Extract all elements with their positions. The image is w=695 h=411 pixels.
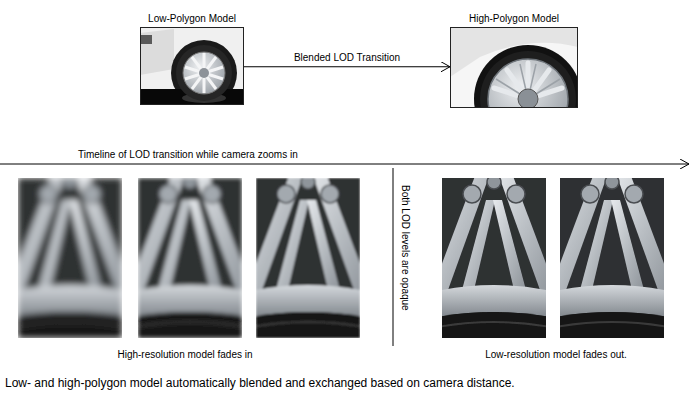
wheel-panel [8, 168, 132, 348]
timeline-arrow [0, 164, 689, 165]
low-poly-car-part [140, 27, 244, 105]
arrow-label: Blended LOD Transition [292, 52, 402, 64]
wheel-panel-part [432, 168, 556, 348]
phase-label: High-resolution model fades in [117, 349, 252, 361]
wheel-panel [432, 168, 556, 348]
wheel-panel-part-part [432, 168, 556, 348]
low-poly-car-part [176, 45, 232, 101]
wheel-panel-part-part [8, 168, 132, 348]
high-poly-car-part [488, 59, 568, 139]
wheel-panel [246, 168, 370, 348]
high-poly-car-part [518, 89, 538, 109]
wheel-panel-part [246, 168, 370, 348]
low-poly-car-part [140, 29, 174, 75]
image-frame: High-Polygon Model [450, 27, 578, 108]
wheel-panel-part [128, 168, 252, 348]
wheel-panel-part-part [128, 168, 252, 348]
low-poly-car-part [140, 35, 152, 44]
divider-line [393, 168, 394, 346]
wheel-panel-part [8, 168, 132, 348]
image-heading: Low-Polygon Model [148, 13, 236, 25]
wheel-panel-part [550, 168, 674, 348]
low-poly-car-part [185, 53, 223, 93]
high-poly-car-part [480, 51, 576, 147]
image-frame: Low-Polygon Model [140, 27, 244, 105]
low-poly-car [140, 27, 244, 106]
image-heading: High-Polygon Model [469, 13, 559, 25]
wheel-panel [128, 168, 252, 348]
vertical-note: Both LOD levels are opaque [399, 185, 411, 311]
high-poly-car-part [474, 45, 582, 153]
wheel-panel-part-part [550, 168, 674, 348]
transition-arrow [244, 66, 450, 67]
timeline-label: Timeline of LOD transition while camera … [78, 149, 298, 161]
low-poly-car-part [199, 68, 209, 78]
low-poly-car-part [183, 52, 225, 94]
phase-label: Low-resolution model fades out. [485, 349, 627, 361]
wheel-panel [550, 168, 674, 348]
high-poly-car [450, 27, 582, 153]
wheel-panel-part-part [246, 168, 370, 348]
figure-caption: Low- and high-polygon model automaticall… [5, 376, 515, 390]
